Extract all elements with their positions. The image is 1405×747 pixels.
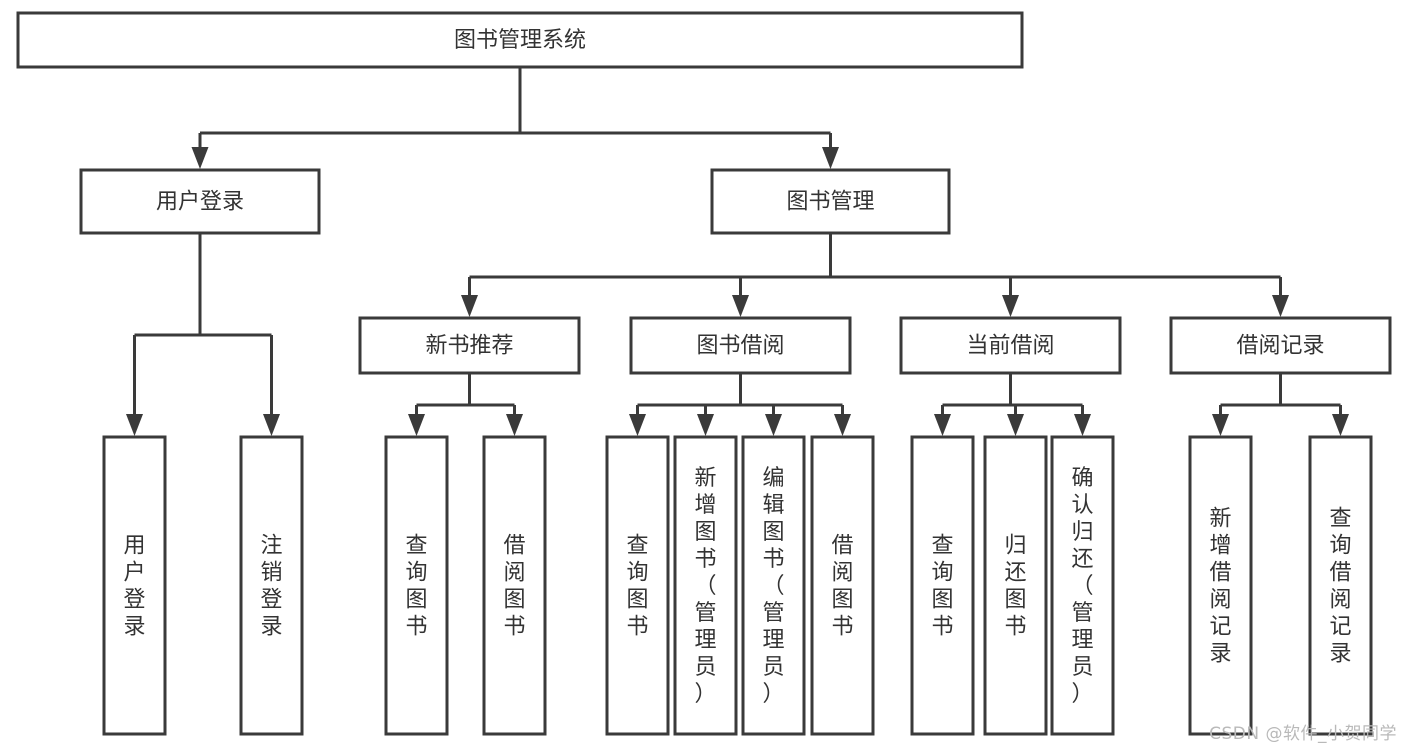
node-box-current-borrow[interactable] — [899, 316, 1122, 375]
node-leaf-borrow-book-recommend[interactable]: 借阅图书 — [482, 435, 547, 736]
node-leaf-user-login[interactable]: 用户登录 — [102, 435, 167, 736]
connector-layer — [126, 67, 1349, 436]
connector-book-borrow — [629, 373, 851, 436]
node-label-book-management: 图书管理 — [786, 190, 874, 215]
node-leaf-query-book-borrow[interactable]: 查询图书 — [605, 435, 670, 736]
node-label-leaf-query-book-current: 查询图书 — [931, 534, 953, 640]
connector-root — [191, 67, 839, 169]
node-label-leaf-user-login: 用户登录 — [123, 534, 145, 640]
node-leaf-query-borrow-record[interactable]: 查询借阅记录 — [1308, 435, 1373, 736]
node-label-leaf-edit-book: 编辑图书（管理员） — [762, 466, 784, 707]
node-label-leaf-add-borrow-record: 新增借阅记录 — [1209, 507, 1231, 667]
node-label-leaf-query-borrow-record: 查询借阅记录 — [1329, 507, 1351, 667]
node-box-user-login[interactable] — [79, 168, 321, 235]
node-label-leaf-borrow-book-recommend: 借阅图书 — [503, 534, 525, 640]
node-box-leaf-return-book[interactable] — [983, 435, 1048, 736]
node-box-leaf-query-book-borrow[interactable] — [605, 435, 670, 736]
node-box-leaf-borrow-book-recommend[interactable] — [482, 435, 547, 736]
node-new-book-recommend[interactable]: 新书推荐 — [358, 316, 581, 375]
node-box-leaf-query-book-current[interactable] — [910, 435, 975, 736]
node-box-leaf-query-borrow-record[interactable] — [1308, 435, 1373, 736]
node-leaf-query-book-current[interactable]: 查询图书 — [910, 435, 975, 736]
node-box-root[interactable] — [16, 11, 1024, 69]
node-box-leaf-borrow-book[interactable] — [810, 435, 875, 736]
node-label-leaf-add-book: 新增图书（管理员） — [694, 466, 716, 707]
connector-borrow-record — [1212, 373, 1349, 436]
connector-user-login — [126, 233, 280, 436]
node-leaf-add-book[interactable]: 新增图书（管理员） — [673, 435, 738, 736]
connector-new-book-recommend — [408, 373, 523, 436]
node-label-leaf-borrow-book: 借阅图书 — [831, 534, 853, 640]
node-box-book-borrow[interactable] — [629, 316, 852, 375]
node-box-book-management[interactable] — [710, 168, 951, 235]
node-leaf-borrow-book[interactable]: 借阅图书 — [810, 435, 875, 736]
connector-current-borrow — [934, 373, 1091, 436]
node-leaf-logout[interactable]: 注销登录 — [239, 435, 304, 736]
node-leaf-query-book-recommend[interactable]: 查询图书 — [384, 435, 449, 736]
node-box-leaf-add-book[interactable] — [673, 435, 738, 736]
node-box-leaf-query-book-recommend[interactable] — [384, 435, 449, 736]
node-root[interactable]: 图书管理系统 — [16, 11, 1024, 69]
node-leaf-edit-book[interactable]: 编辑图书（管理员） — [741, 435, 806, 736]
node-leaf-add-borrow-record[interactable]: 新增借阅记录 — [1188, 435, 1253, 736]
node-box-borrow-record[interactable] — [1169, 316, 1392, 375]
node-label-leaf-logout: 注销登录 — [260, 534, 282, 640]
node-label-book-borrow: 图书借阅 — [696, 334, 784, 359]
node-label-leaf-confirm-return: 确认归还（管理员） — [1071, 466, 1093, 707]
node-label-new-book-recommend: 新书推荐 — [425, 334, 513, 359]
node-label-leaf-query-book-borrow: 查询图书 — [626, 534, 648, 640]
node-user-login[interactable]: 用户登录 — [79, 168, 321, 235]
node-leaf-return-book[interactable]: 归还图书 — [983, 435, 1048, 736]
node-box-leaf-confirm-return[interactable] — [1050, 435, 1115, 736]
node-layer: 图书管理系统用户登录图书管理新书推荐图书借阅当前借阅借阅记录用户登录注销登录查询… — [16, 11, 1392, 736]
node-box-new-book-recommend[interactable] — [358, 316, 581, 375]
node-box-leaf-add-borrow-record[interactable] — [1188, 435, 1253, 736]
node-label-leaf-query-book-recommend: 查询图书 — [405, 534, 427, 640]
node-box-leaf-logout[interactable] — [239, 435, 304, 736]
node-label-root: 图书管理系统 — [454, 28, 586, 53]
node-book-borrow[interactable]: 图书借阅 — [629, 316, 852, 375]
node-label-leaf-return-book: 归还图书 — [1004, 534, 1026, 640]
node-book-management[interactable]: 图书管理 — [710, 168, 951, 235]
node-current-borrow[interactable]: 当前借阅 — [899, 316, 1122, 375]
node-box-leaf-edit-book[interactable] — [741, 435, 806, 736]
node-leaf-confirm-return[interactable]: 确认归还（管理员） — [1050, 435, 1115, 736]
connector-book-management — [461, 233, 1289, 317]
node-label-user-login: 用户登录 — [156, 190, 244, 215]
node-label-current-borrow: 当前借阅 — [966, 334, 1054, 359]
node-borrow-record[interactable]: 借阅记录 — [1169, 316, 1392, 375]
node-box-leaf-user-login[interactable] — [102, 435, 167, 736]
node-label-borrow-record: 借阅记录 — [1236, 334, 1324, 359]
